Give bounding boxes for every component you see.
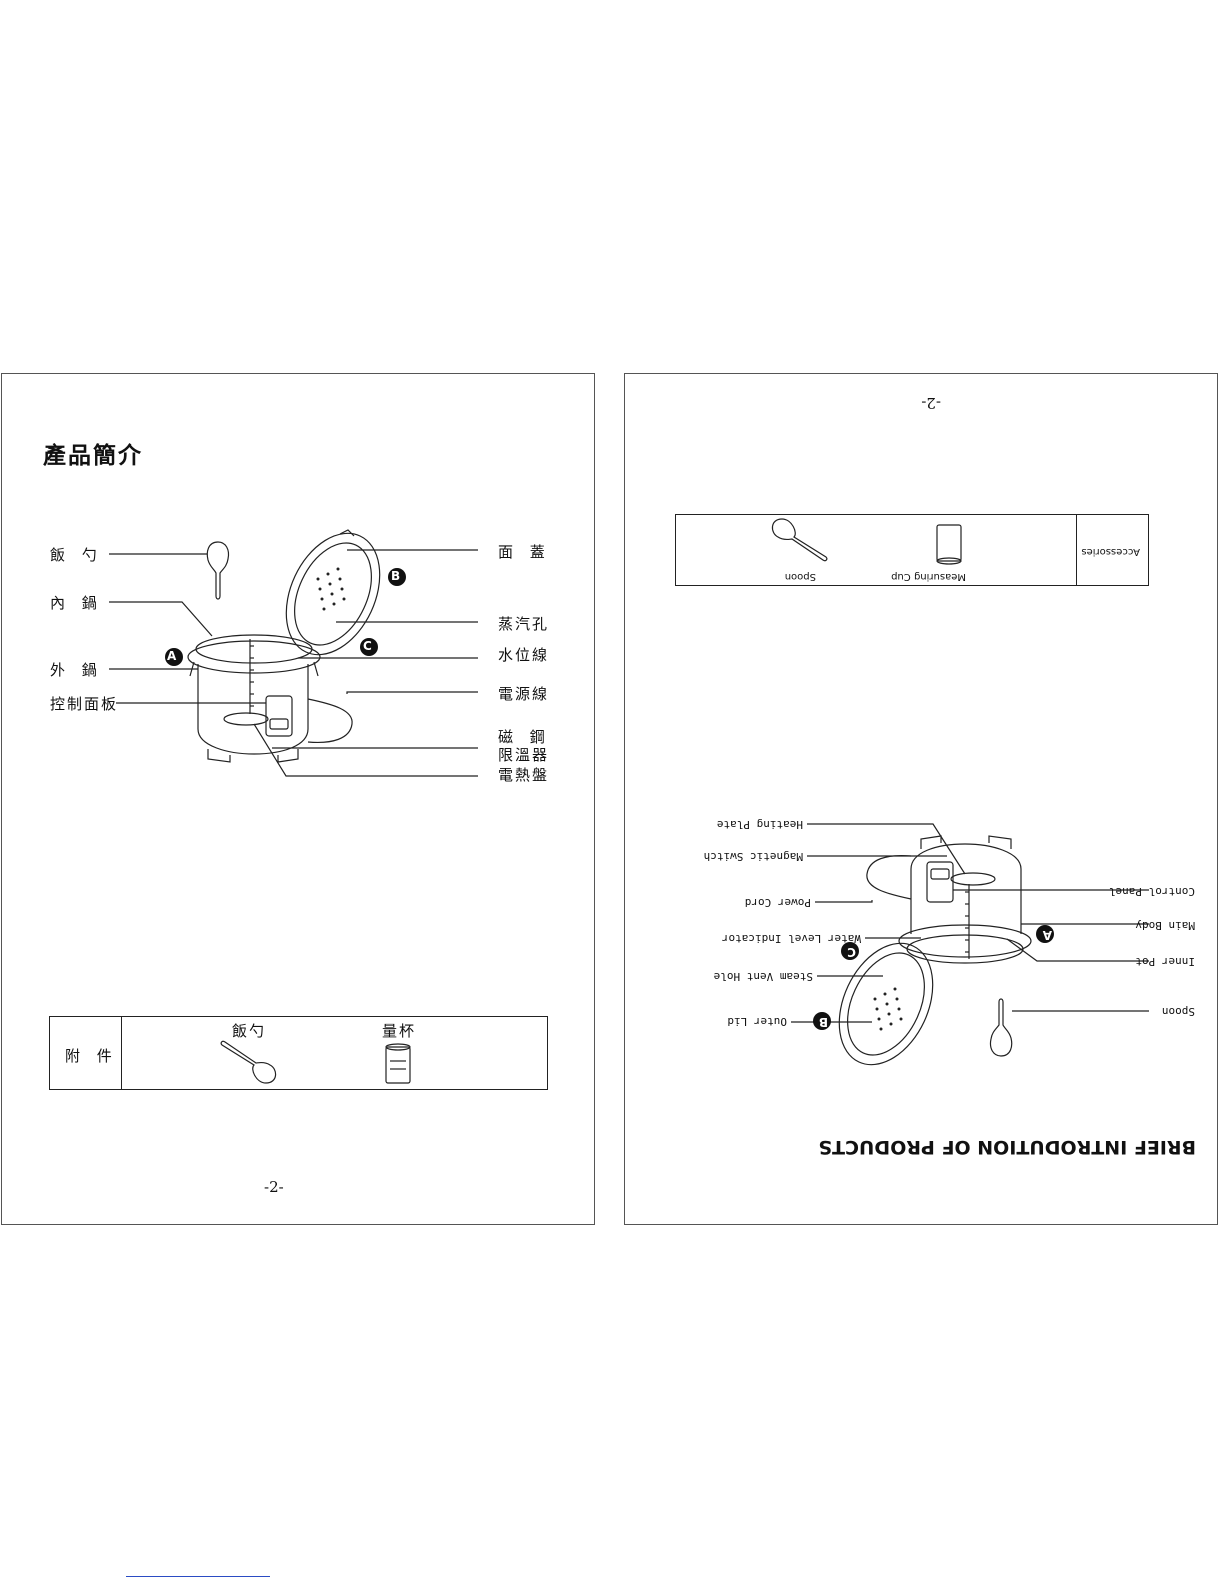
- marker-a-en: A: [1043, 928, 1052, 942]
- accessories-table-en: Accessories Measuring Cup Spoon: [675, 514, 1149, 586]
- control-panel-illustration: [266, 696, 292, 736]
- label-steam-vent-en: Steam Vent Hole: [714, 970, 813, 983]
- label-heating-plate: 電熱盤: [498, 764, 549, 785]
- label-outer-pot: 外 鍋: [50, 659, 103, 680]
- marker-b-en: B: [819, 1015, 828, 1029]
- label-water-line: 水位線: [498, 644, 549, 665]
- bottom-link-underline: [126, 1576, 270, 1577]
- label-steam-hole: 蒸汽孔: [498, 613, 549, 634]
- label-power-cord: 電源線: [498, 683, 549, 704]
- accessory-spoon-icon: [221, 1041, 275, 1083]
- label-control-panel: 控制面板: [50, 693, 118, 714]
- marker-a: A: [167, 649, 176, 663]
- marker-c: C: [363, 639, 372, 653]
- label-lid: 面 蓋: [498, 541, 551, 562]
- rice-cooker-diagram: [2, 374, 596, 1226]
- label-inner-pot-en: Inner Pot: [1135, 955, 1195, 968]
- label-water-level-en: Water Level Indicator: [722, 932, 861, 945]
- label-heating-plate-en: Heating Plate: [717, 818, 803, 831]
- label-rice-spoon: 飯 勺: [50, 544, 103, 565]
- label-power-cord-en: Power Cord: [745, 896, 811, 909]
- label-spoon-en: Spoon: [1162, 1005, 1195, 1018]
- spoon-illustration: [207, 542, 228, 599]
- spoon-illustration-en: [990, 999, 1011, 1056]
- label-main-body-en: Main Body: [1135, 919, 1195, 932]
- rotated-content: BRIEF INTRODUTION OF PRODUCTS: [625, 374, 1217, 1224]
- accessory-cup-icon-en: [937, 525, 961, 561]
- page-number: -2-: [264, 1178, 284, 1196]
- chinese-page: 產品簡介: [1, 373, 595, 1225]
- power-cord-illustration: [308, 699, 352, 742]
- accessory-spoon-icon-en: [772, 519, 826, 561]
- accessory-icons: [50, 1017, 549, 1091]
- label-thermostat: 限溫器: [498, 744, 549, 765]
- label-control-panel-en: Control Panel: [1109, 885, 1195, 898]
- label-magnetic-switch-en: Magnetic Switch: [704, 850, 803, 863]
- rice-cooker-diagram-en: [625, 374, 1217, 1224]
- marker-b: B: [391, 569, 400, 583]
- accessories-table: 附 件 飯勺 量杯: [49, 1016, 548, 1090]
- accessory-icons-en: [674, 513, 1148, 585]
- inner-pot-rim: [196, 635, 312, 663]
- label-inner-pot: 內 鍋: [50, 592, 103, 613]
- label-outer-lid-en: Outer Lid: [727, 1015, 787, 1028]
- english-page: BRIEF INTRODUTION OF PRODUCTS: [624, 373, 1218, 1225]
- accessory-cup-icon: [386, 1047, 410, 1083]
- marker-c-en: C: [847, 945, 856, 959]
- page-number-en: -2-: [921, 394, 941, 412]
